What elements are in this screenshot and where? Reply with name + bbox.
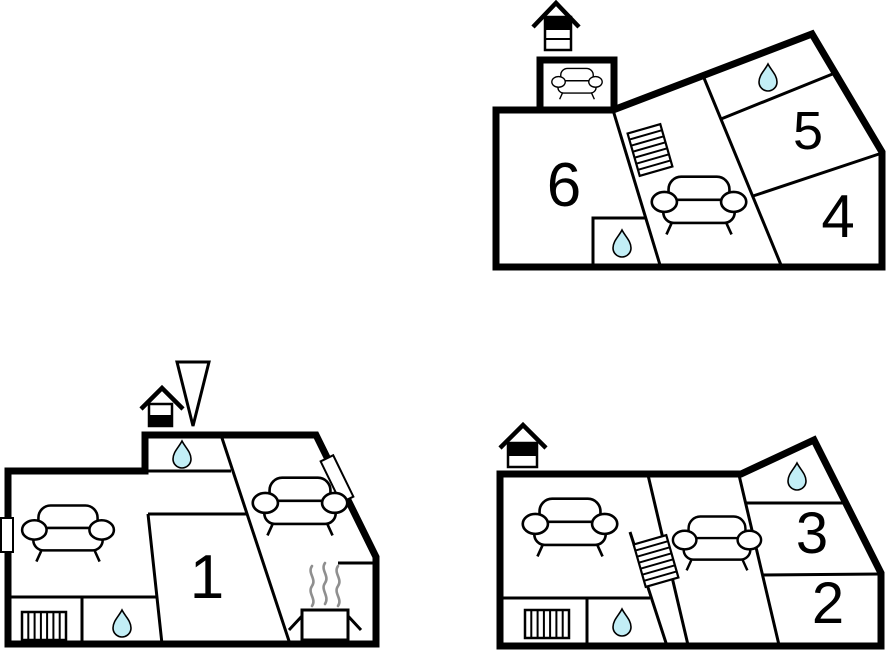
active-storey-band xyxy=(545,17,571,30)
ground-floor-annex-plan: 3 2 xyxy=(496,421,885,650)
window-marker xyxy=(0,517,14,553)
upper-interior-walls xyxy=(591,71,883,266)
room-label-4: 4 xyxy=(821,183,854,250)
active-storey-band xyxy=(508,443,537,456)
level-indicator-icon xyxy=(531,0,581,52)
entrance-arrow-icon xyxy=(175,360,211,427)
radiator-icon xyxy=(523,608,571,640)
radiator-icon xyxy=(20,610,68,642)
active-storey-band xyxy=(149,415,172,426)
room-label-3: 3 xyxy=(796,501,828,566)
ground-floor-main-plan: 1 xyxy=(0,360,380,648)
room-label-5: 5 xyxy=(793,101,823,161)
room-label-6: 6 xyxy=(547,151,581,220)
room-label-1: 1 xyxy=(190,543,224,612)
pot-handles xyxy=(287,614,363,632)
room-label-2: 2 xyxy=(812,571,844,636)
roof-lines xyxy=(498,421,548,450)
level-indicator-icon xyxy=(139,384,185,428)
main-house-interior-walls xyxy=(8,434,376,645)
roof-lines xyxy=(139,384,185,411)
pot-body xyxy=(300,608,350,642)
level-indicator-icon xyxy=(498,421,548,469)
steam-lines xyxy=(309,561,341,608)
upper-floor-plan: 6 5 4 xyxy=(492,0,886,271)
stove-icon xyxy=(287,561,363,642)
